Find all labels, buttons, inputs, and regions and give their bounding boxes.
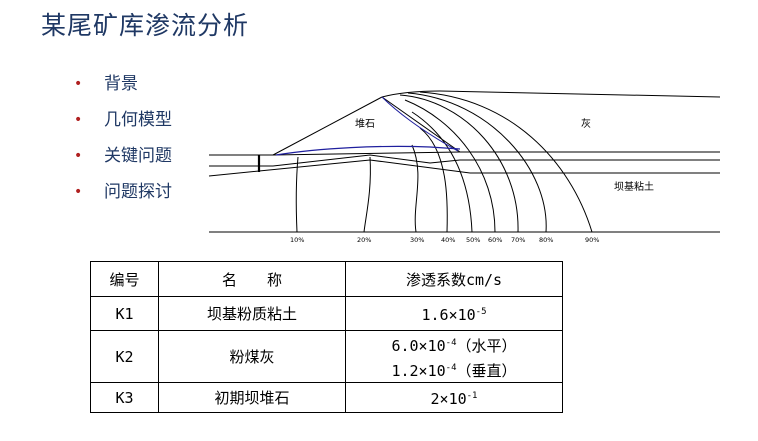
k-value: 2×10-1 bbox=[430, 390, 478, 408]
percent-label-10: 10% bbox=[290, 236, 304, 244]
cell-name: 初期坝堆石 bbox=[158, 382, 346, 413]
equipotential-50 bbox=[411, 111, 473, 233]
k-value: 1.6×10-5 bbox=[421, 306, 487, 324]
bullet-dot-icon: • bbox=[74, 184, 83, 200]
bullet-dot-icon: • bbox=[74, 148, 83, 164]
permeability-table: 编号 名 称 渗透系数cm/s K1 坝基粉质粘土 1.6×10-5 K2 粉煤… bbox=[90, 261, 563, 413]
percent-label-80: 80% bbox=[539, 236, 553, 244]
percent-label-30: 30% bbox=[410, 236, 424, 244]
header-id: 编号 bbox=[90, 261, 159, 297]
equipotential-80 bbox=[407, 92, 547, 233]
bullet-item-background[interactable]: •背景 bbox=[74, 74, 138, 94]
dam-left-slope bbox=[272, 96, 383, 156]
percent-label-50: 50% bbox=[466, 236, 480, 244]
ash-surface bbox=[381, 90, 721, 98]
seepage-diagram: 堆石 灰 坝基粘土 10% 20% 30% 40% 50% 60% 70% 80… bbox=[208, 90, 721, 244]
cell-id: K3 bbox=[90, 382, 159, 413]
cell-k: 6.0×10-4（水平） 1.2×10-4（垂直） bbox=[345, 330, 563, 383]
cell-name: 粉煤灰 bbox=[158, 330, 346, 383]
bullet-dot-icon: • bbox=[74, 112, 83, 128]
cell-id: K1 bbox=[90, 296, 159, 331]
bullet-list: •背景 •几何模型 •关键问题 •问题探讨 bbox=[70, 72, 172, 216]
equipotential-20 bbox=[363, 156, 371, 233]
table-row: K1 坝基粉质粘土 1.6×10-5 bbox=[90, 296, 563, 331]
equipotential-30 bbox=[411, 144, 419, 233]
k-value: 1.2×10-4（垂直） bbox=[391, 361, 517, 380]
clay-top bbox=[272, 154, 720, 167]
equipotential-70 bbox=[399, 94, 519, 233]
table-row: K3 初期坝堆石 2×10-1 bbox=[90, 382, 563, 413]
label-pile: 堆石 bbox=[355, 118, 375, 130]
equipotential-40 bbox=[419, 127, 448, 233]
table-header-row: 编号 名 称 渗透系数cm/s bbox=[90, 261, 563, 297]
header-k: 渗透系数cm/s bbox=[345, 261, 563, 297]
phreatic-inner bbox=[381, 96, 459, 152]
bullet-dot-icon: • bbox=[74, 76, 83, 92]
cell-id: K2 bbox=[90, 330, 159, 383]
phreatic-line bbox=[275, 145, 461, 156]
percent-label-20: 20% bbox=[357, 236, 371, 244]
percent-label-40: 40% bbox=[441, 236, 455, 244]
cell-name: 坝基粉质粘土 bbox=[158, 296, 346, 331]
cell-k: 1.6×10-5 bbox=[345, 296, 563, 331]
page-title: 某尾矿库渗流分析 bbox=[41, 11, 250, 40]
percent-label-60: 60% bbox=[488, 236, 502, 244]
bullet-item-key-issues[interactable]: •关键问题 bbox=[74, 146, 172, 166]
header-name: 名 称 bbox=[158, 261, 346, 297]
equipotential-60 bbox=[404, 99, 496, 233]
label-clay: 坝基粘土 bbox=[614, 180, 654, 193]
dam-base bbox=[272, 151, 461, 156]
equipotential-90 bbox=[419, 91, 593, 233]
dam-right-slope bbox=[381, 96, 461, 153]
label-ash: 灰 bbox=[581, 117, 591, 130]
k-value: 6.0×10-4（水平） bbox=[391, 336, 517, 355]
foundation-top bbox=[208, 159, 720, 177]
table-row: K2 粉煤灰 6.0×10-4（水平） 1.2×10-4（垂直） bbox=[90, 330, 563, 383]
bullet-item-discussion[interactable]: •问题探讨 bbox=[74, 182, 172, 202]
cell-k: 2×10-1 bbox=[345, 382, 563, 413]
percent-label-90: 90% bbox=[585, 236, 599, 244]
bullet-item-geometry[interactable]: •几何模型 bbox=[74, 110, 172, 130]
equipotential-10 bbox=[295, 156, 299, 233]
percent-label-70: 70% bbox=[511, 236, 525, 244]
